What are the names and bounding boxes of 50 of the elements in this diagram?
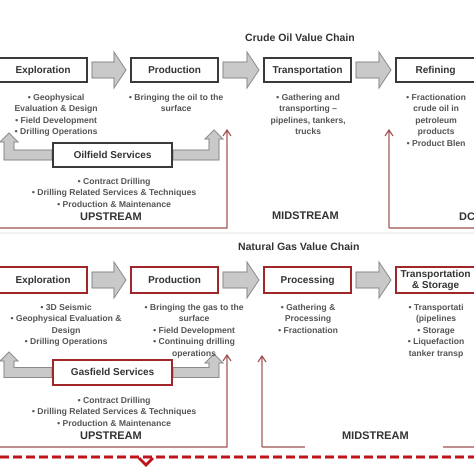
bullet-text: • Contract Drilling [76,176,152,188]
bullet-text: • Fractionation [277,324,339,336]
process-box: Exploration [0,57,88,83]
bullet-text: • Production & Maintenance [56,418,172,430]
bullet-text: • Contract Drilling [76,395,152,406]
bullet-text: • Drilling Related Services & Techniques [30,187,198,199]
process-box: Exploration [0,266,88,294]
bullet-text: • Bringing the oil to the surface [128,92,224,115]
bullet-text: • Product Blen [406,138,466,150]
bullet-text: • Drilling Operations [14,126,98,138]
block-arrow [356,50,392,90]
process-box: Transportation & Storage [395,266,474,294]
bullet-text: • 3D Seismic [39,302,93,314]
section-label: UPSTREAM [80,430,142,442]
section-label: MIDSTREAM [342,430,409,442]
bullet-text: • Production & Maintenance [56,198,172,210]
process-box: Refining [395,57,474,83]
bullet-text: • Bringing the gas to the surface [144,302,244,325]
process-box: Processing [263,266,352,294]
bullet-text: • Field Development [152,324,236,336]
chart-title: Natural Gas Value Chain [238,241,360,253]
process-box: Production [130,266,219,294]
block-arrow [356,260,392,300]
bullet-text: • Field Development [14,114,98,126]
bullet-text: • Drilling Related Services & Techniques [30,406,198,418]
block-arrow [172,353,224,378]
block-arrow [0,132,52,160]
block-arrow [92,260,127,300]
bullet-text: • Storage [416,324,456,336]
bullet-text: • Liquefaction tanker transp [406,336,466,360]
section-label: MIDSTREAM [272,210,339,222]
block-arrow [222,260,260,300]
section-label: UPSTREAM [80,211,142,223]
bullet-text: • Geophysical Evaluation & Design [10,313,122,336]
process-box: Production [130,57,219,83]
bullet-text: • Gathering and transporting – pipelines, tankers, trucks [270,92,346,138]
block-arrow [92,50,127,90]
process-box: Gasfield Services [52,359,173,386]
block-arrow [222,50,260,90]
bullet-text: • Continuing drilling operations [152,336,236,360]
process-box: Oilfield Services [52,142,173,168]
block-arrow [0,351,52,378]
bullet-text: • Geophysical Evaluation & Design [13,92,99,115]
bullet-text: • Drilling Operations [24,336,108,348]
bullet-text: • Fractionation crude oil in petroleum products [405,92,467,138]
bullet-text: • Transportati (pipelines [407,302,465,325]
block-arrow [172,129,224,160]
process-box: Transportation [263,57,352,83]
chart-title: Crude Oil Value Chain [245,32,355,44]
bullet-text: • Gathering & Processing [280,302,336,325]
